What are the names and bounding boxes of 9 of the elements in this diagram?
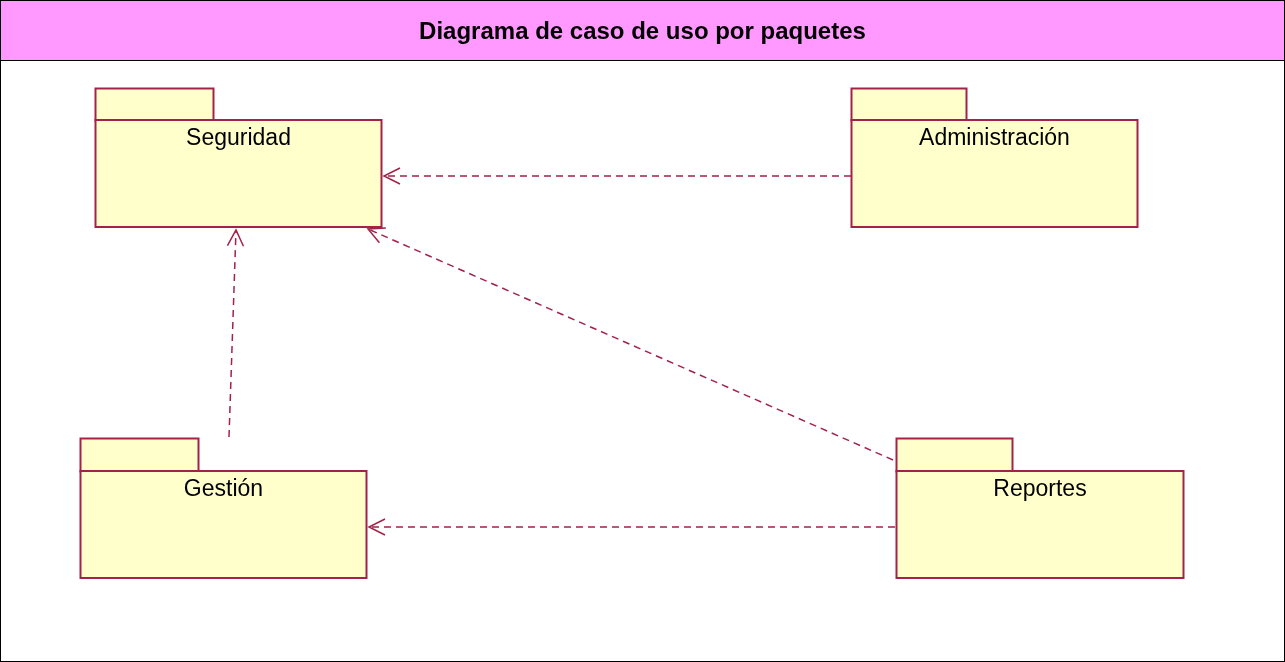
package-name: Seguridad	[185, 124, 292, 151]
dependency-arrow	[367, 227, 894, 461]
title-bar: Diagrama de caso de uso por paquetes	[1, 1, 1284, 61]
dependency-arrow	[383, 167, 852, 185]
dependency-arrow	[226, 229, 245, 438]
package-name: Gestión	[182, 475, 265, 502]
dependency-arrow	[368, 518, 896, 536]
package-name: Reportes	[992, 475, 1088, 502]
package-name: Administración	[918, 124, 1071, 151]
